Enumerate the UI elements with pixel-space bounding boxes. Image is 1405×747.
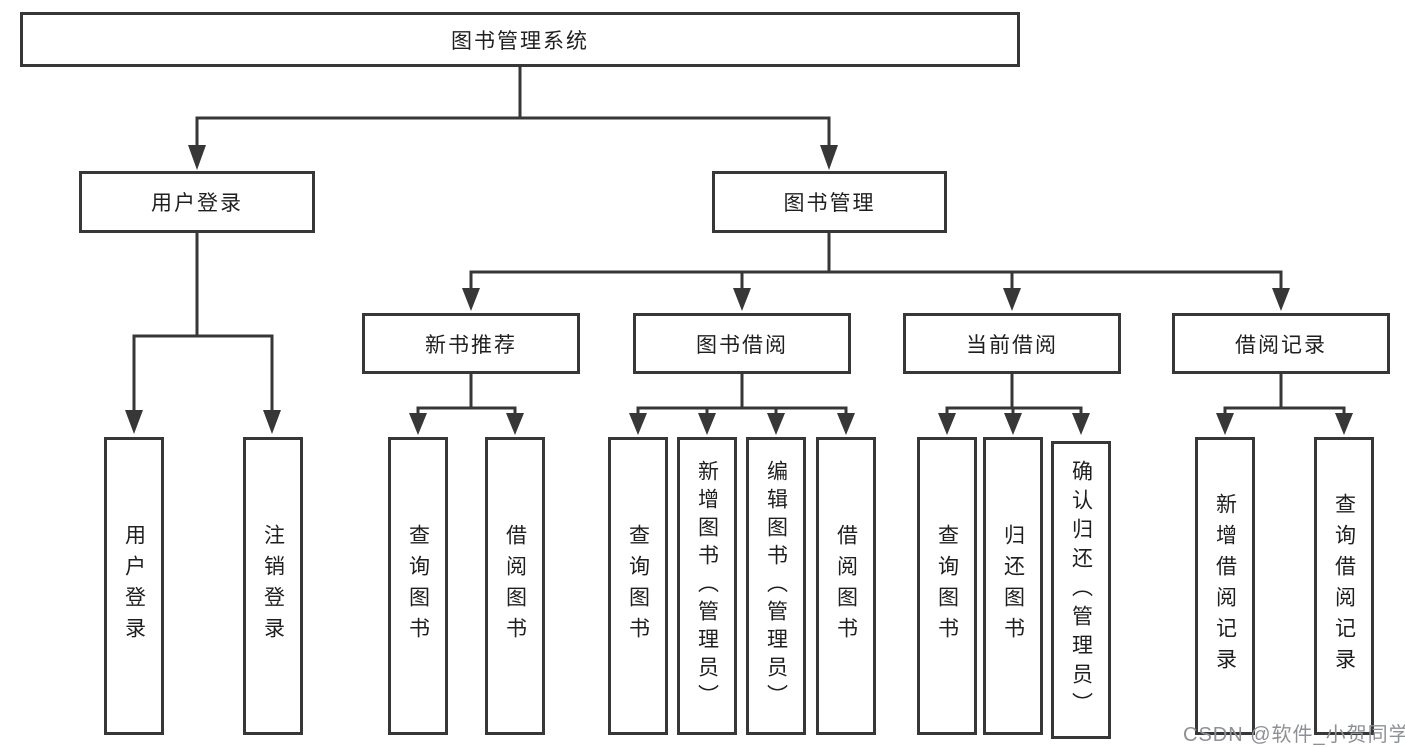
leaf-current-confirm: 确认归还（管理员） xyxy=(1051,441,1111,739)
leaf-borrow-edit: 编辑图书（管理员） xyxy=(746,437,806,735)
leaf-records-add: 新增借阅记录 xyxy=(1195,437,1255,735)
node-book-management: 图书管理 xyxy=(712,171,947,233)
leaf-current-return-label: 归还图书 xyxy=(1001,524,1025,648)
leaf-logout: 注销登录 xyxy=(243,437,303,735)
node-book-borrow-label: 图书借阅 xyxy=(696,333,788,357)
leaf-newbook-search-label: 查询图书 xyxy=(406,524,430,648)
node-borrow-records-label: 借阅记录 xyxy=(1235,333,1327,357)
node-current-borrow-label: 当前借阅 xyxy=(966,333,1058,357)
leaf-newbook-search: 查询图书 xyxy=(388,437,448,735)
node-borrow-records: 借阅记录 xyxy=(1172,313,1390,374)
leaf-current-search: 查询图书 xyxy=(917,437,977,735)
node-current-borrow: 当前借阅 xyxy=(903,313,1121,374)
leaf-newbook-borrow-label: 借阅图书 xyxy=(503,524,527,648)
leaf-records-search: 查询借阅记录 xyxy=(1314,437,1374,735)
leaf-newbook-borrow: 借阅图书 xyxy=(485,437,545,735)
leaf-borrow-search: 查询图书 xyxy=(608,437,668,735)
leaf-user-login-label: 用户登录 xyxy=(122,524,146,648)
leaf-borrow-borrow: 借阅图书 xyxy=(816,437,876,735)
leaf-borrow-borrow-label: 借阅图书 xyxy=(834,524,858,648)
node-root: 图书管理系统 xyxy=(20,12,1020,67)
leaf-current-return: 归还图书 xyxy=(983,437,1043,735)
leaf-borrow-add-label: 新增图书（管理员） xyxy=(695,460,719,712)
leaf-borrow-edit-label: 编辑图书（管理员） xyxy=(764,460,788,712)
node-new-book-recommend-label: 新书推荐 xyxy=(425,333,517,357)
leaf-current-search-label: 查询图书 xyxy=(935,524,959,648)
watermark: CSDN @软件_小贺同学 xyxy=(1183,724,1405,746)
node-new-book-recommend: 新书推荐 xyxy=(362,313,580,374)
leaf-records-search-label: 查询借阅记录 xyxy=(1332,493,1356,679)
node-user-login-label: 用户登录 xyxy=(151,192,243,215)
leaf-user-login: 用户登录 xyxy=(104,437,164,735)
leaf-current-confirm-label: 确认归还（管理员） xyxy=(1069,459,1093,721)
node-root-label: 图书管理系统 xyxy=(451,29,589,53)
leaf-logout-label: 注销登录 xyxy=(261,524,285,648)
node-book-management-label: 图书管理 xyxy=(783,192,876,215)
leaf-borrow-add: 新增图书（管理员） xyxy=(677,437,737,735)
leaf-records-add-label: 新增借阅记录 xyxy=(1213,493,1237,679)
leaf-borrow-search-label: 查询图书 xyxy=(626,524,650,648)
node-book-borrow: 图书借阅 xyxy=(633,313,851,374)
node-user-login: 用户登录 xyxy=(79,171,315,233)
